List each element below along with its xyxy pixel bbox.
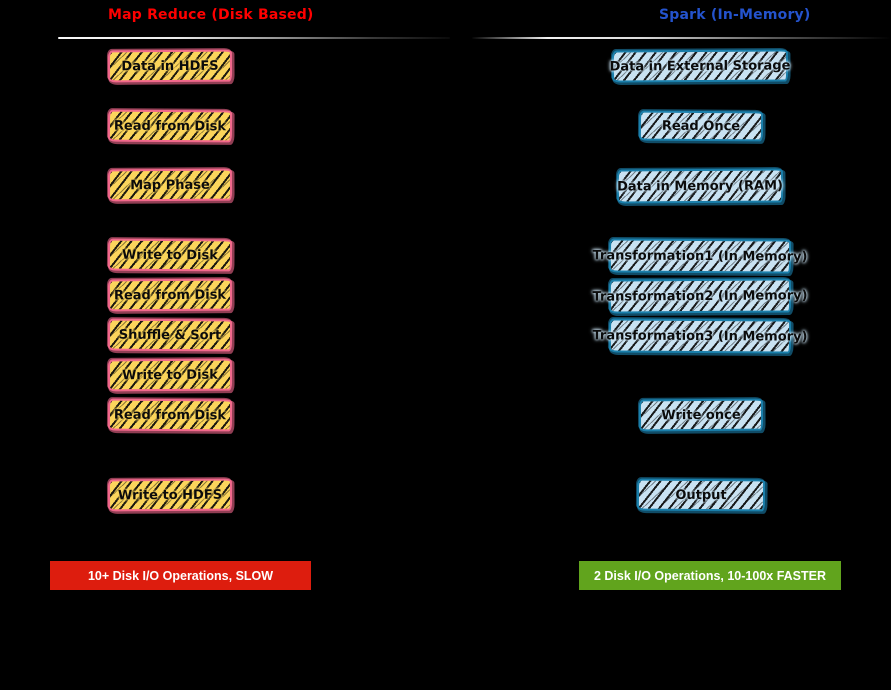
left-box-label: Shuffle & Sort [118,327,222,343]
left-box-label: Map Phase [130,177,210,193]
right-box: Transformation1 (In Memory) [592,238,808,274]
left-box: Read from Disk [107,278,233,312]
right-box-label: Transformation1 (In Memory) [592,247,808,265]
left-column-title: Map Reduce (Disk Based) [108,7,314,23]
left-box: Write to HDFS [107,478,233,512]
right-box-label: Read Once [661,118,741,134]
left-box-label: Read from Disk [113,407,227,423]
left-box: Read from Disk [107,398,233,432]
right-summary-banner: 2 Disk I/O Operations, 10-100x FASTER [579,561,841,590]
left-box: Read from Disk [107,109,233,143]
left-box-label: Write to HDFS [117,487,223,503]
left-box: Shuffle & Sort [107,318,233,352]
right-box: Transformation2 (In Memory) [592,278,808,314]
right-box: Data in External Storage [609,49,791,83]
right-box: Data in Memory (RAM) [616,168,784,204]
right-title-underline [472,37,891,39]
right-box-label: Write once [661,407,741,423]
right-box-label: Data in External Storage [609,57,791,75]
left-box: Write to Disk [107,358,233,392]
right-box-label: Transformation2 (In Memory) [592,287,808,305]
right-box-label: Transformation3 (In Memory) [592,327,808,345]
left-box-label: Write to Disk [122,247,218,263]
left-box-label: Data in HDFS [121,58,219,74]
right-box: Write once [638,398,764,432]
left-title-underline [58,37,450,39]
left-box-label: Write to Disk [122,367,218,383]
right-box: Read Once [638,110,764,142]
left-box-label: Read from Disk [113,118,227,134]
right-box-label: Data in Memory (RAM) [617,177,783,195]
right-box: Transformation3 (In Memory) [592,318,808,354]
left-summary-banner: 10+ Disk I/O Operations, SLOW [50,561,311,590]
right-box: Output [636,478,766,512]
right-column-title: Spark (In-Memory) [659,7,811,23]
left-box: Write to Disk [107,238,233,272]
left-box-label: Read from Disk [113,287,227,303]
left-box: Map Phase [107,168,233,202]
right-box-label: Output [675,487,727,503]
left-box: Data in HDFS [107,49,233,83]
